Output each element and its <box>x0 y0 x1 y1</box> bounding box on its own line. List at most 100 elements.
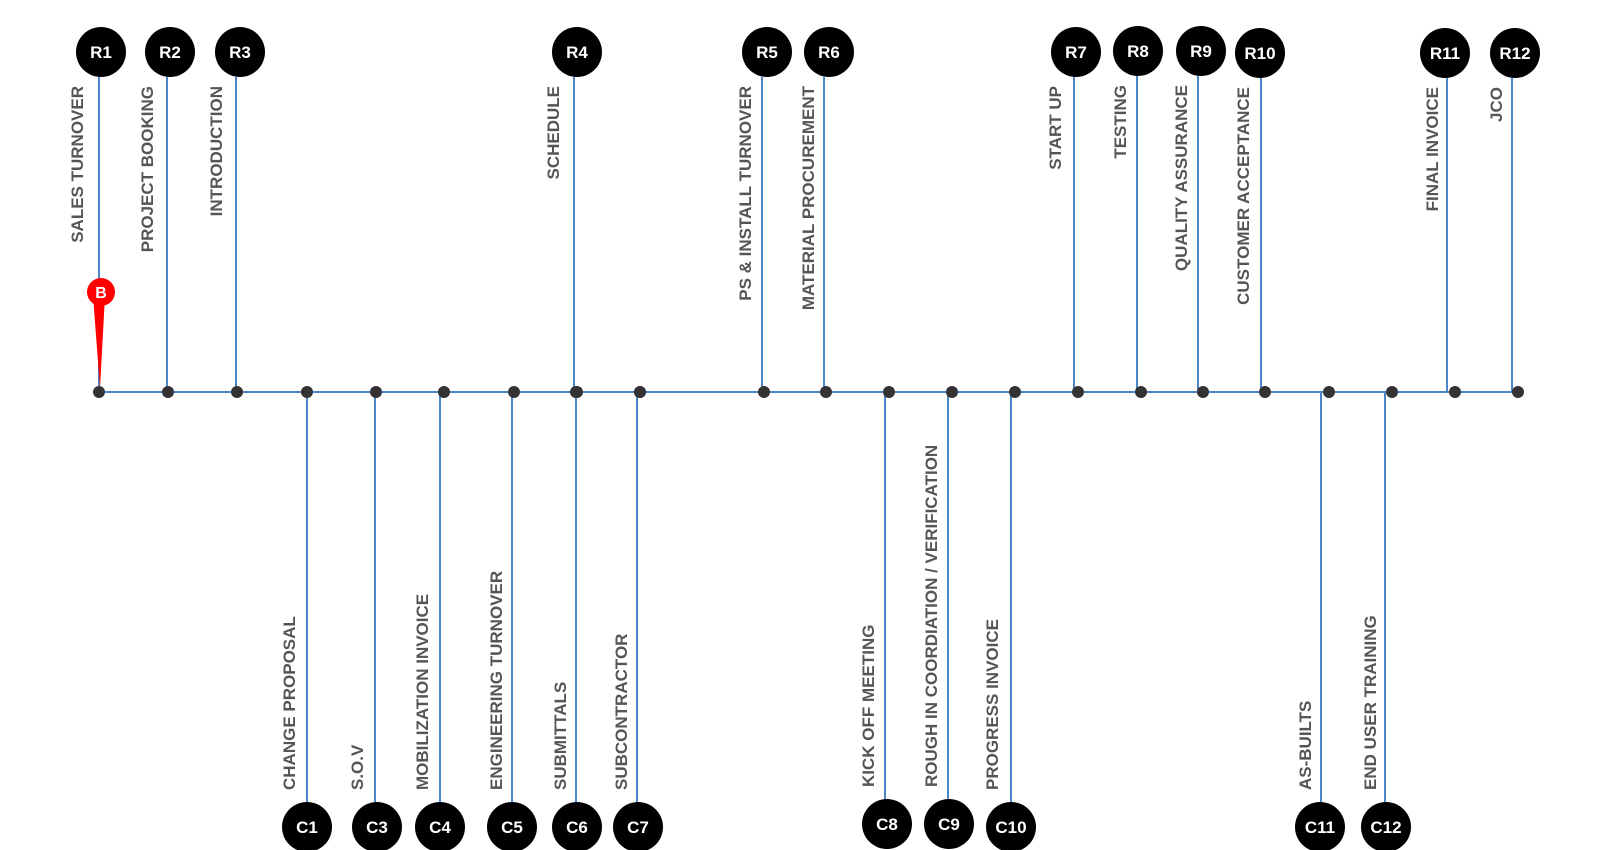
stage-badge-label: R10 <box>1244 44 1275 63</box>
stage-badge-label: C9 <box>938 815 960 834</box>
stage-badge[interactable] <box>804 27 854 77</box>
stage-badge[interactable] <box>415 802 465 850</box>
bottom-stage-c10[interactable]: C10 PROGRESS INVOICE <box>983 386 1036 850</box>
stage-label: ENGINEERING TURNOVER <box>487 571 506 790</box>
stage-label: SUBMITTALS <box>551 682 570 790</box>
stage-label: CUSTOMER ACCEPTANCE <box>1234 87 1253 305</box>
stage-badge-label: C7 <box>627 818 649 837</box>
stage-badge[interactable] <box>1295 802 1345 850</box>
stage-label: INTRODUCTION <box>207 86 226 216</box>
stage-label: JCO <box>1487 87 1506 122</box>
stage-badge-label: R5 <box>756 43 778 62</box>
stage-badge-label: C4 <box>429 818 451 837</box>
timeline-node <box>883 386 895 398</box>
stage-badge[interactable] <box>862 799 912 849</box>
stage-badge[interactable] <box>282 802 332 850</box>
stage-label: MOBILIZATION INVOICE <box>413 594 432 790</box>
stage-label: CHANGE PROPOSAL <box>280 616 299 790</box>
bottom-stage-c7[interactable]: C7 SUBCONTRACTOR <box>612 386 663 850</box>
timeline-node <box>370 386 382 398</box>
stage-badge-label: C11 <box>1305 818 1335 837</box>
stage-label: PROGRESS INVOICE <box>983 619 1002 790</box>
bottom-stage-c8[interactable]: C8 KICK OFF MEETING <box>859 386 912 849</box>
stage-badge[interactable] <box>1051 27 1101 77</box>
stage-label: SALES TURNOVER <box>68 86 87 243</box>
bottom-stage-c6[interactable]: C6 SUBMITTALS <box>551 386 602 850</box>
stage-badge[interactable] <box>487 802 537 850</box>
stage-badge[interactable] <box>924 799 974 849</box>
stage-badge[interactable] <box>1490 28 1540 78</box>
stage-label: MATERIAL PROCUREMENT <box>799 85 818 310</box>
stage-badge[interactable] <box>552 802 602 850</box>
stage-badge[interactable] <box>552 27 602 77</box>
bottom-stage-c3[interactable]: C3S.O.V <box>348 386 402 850</box>
stage-badge[interactable] <box>1420 28 1470 78</box>
stage-label: PROJECT BOOKING <box>138 86 157 252</box>
stage-label: KICK OFF MEETING <box>859 625 878 787</box>
stage-badge-label: C8 <box>876 815 898 834</box>
marker-label: B <box>95 285 107 302</box>
stage-badge-label: R12 <box>1499 44 1530 63</box>
stage-badge[interactable] <box>145 27 195 77</box>
stage-badge-label: R6 <box>818 43 840 62</box>
stage-badge[interactable] <box>352 802 402 850</box>
stage-label: PS & INSTALL TURNOVER <box>736 86 755 301</box>
timeline-node <box>634 386 646 398</box>
stage-badge[interactable] <box>1113 26 1163 76</box>
timeline-node <box>1135 386 1147 398</box>
timeline-node <box>93 386 105 398</box>
stage-badge[interactable] <box>986 802 1036 850</box>
current-marker-group: B <box>87 278 115 388</box>
timeline-node <box>1072 386 1084 398</box>
stage-label: FINAL INVOICE <box>1423 87 1442 211</box>
timeline-node <box>1449 386 1461 398</box>
bottom-stage-c5[interactable]: C5 ENGINEERING TURNOVER <box>487 386 537 850</box>
stage-badge[interactable] <box>742 27 792 77</box>
stage-label: SUBCONTRACTOR <box>612 634 631 790</box>
stage-badge[interactable] <box>1176 26 1226 76</box>
stage-badge-label: C6 <box>566 818 588 837</box>
stage-label: TESTING <box>1111 85 1130 159</box>
marker-head <box>87 278 115 306</box>
timeline-node <box>508 386 520 398</box>
stage-badge-label: R2 <box>159 43 181 62</box>
stage-badge[interactable] <box>613 802 663 850</box>
bottom-stage-c4[interactable]: C4 MOBILIZATION INVOICE <box>413 386 465 850</box>
stage-badge[interactable] <box>1235 28 1285 78</box>
stage-badge[interactable] <box>76 27 126 77</box>
top-stage-r5[interactable]: R5 PS & INSTALL TURNOVER <box>736 27 792 398</box>
stage-label: START UP <box>1046 86 1065 170</box>
stage-badge[interactable] <box>215 27 265 77</box>
stage-label: SCHEDULE <box>544 86 563 180</box>
stage-badge-label: C5 <box>501 818 523 837</box>
stage-label: QUALITY ASSURANCE <box>1172 85 1191 271</box>
timeline-node <box>1197 386 1209 398</box>
timeline-node <box>1009 386 1021 398</box>
stage-badge-label: R7 <box>1065 43 1087 62</box>
stage-badge[interactable] <box>1361 802 1411 850</box>
stage-badge-label: C12 <box>1370 818 1401 837</box>
stage-badge-label: C10 <box>995 818 1026 837</box>
current-position-marker[interactable]: B <box>87 278 115 388</box>
timeline-node <box>946 386 958 398</box>
marker-pin <box>93 296 105 388</box>
stage-badge-label: R4 <box>566 43 588 62</box>
timeline-node <box>1323 386 1335 398</box>
